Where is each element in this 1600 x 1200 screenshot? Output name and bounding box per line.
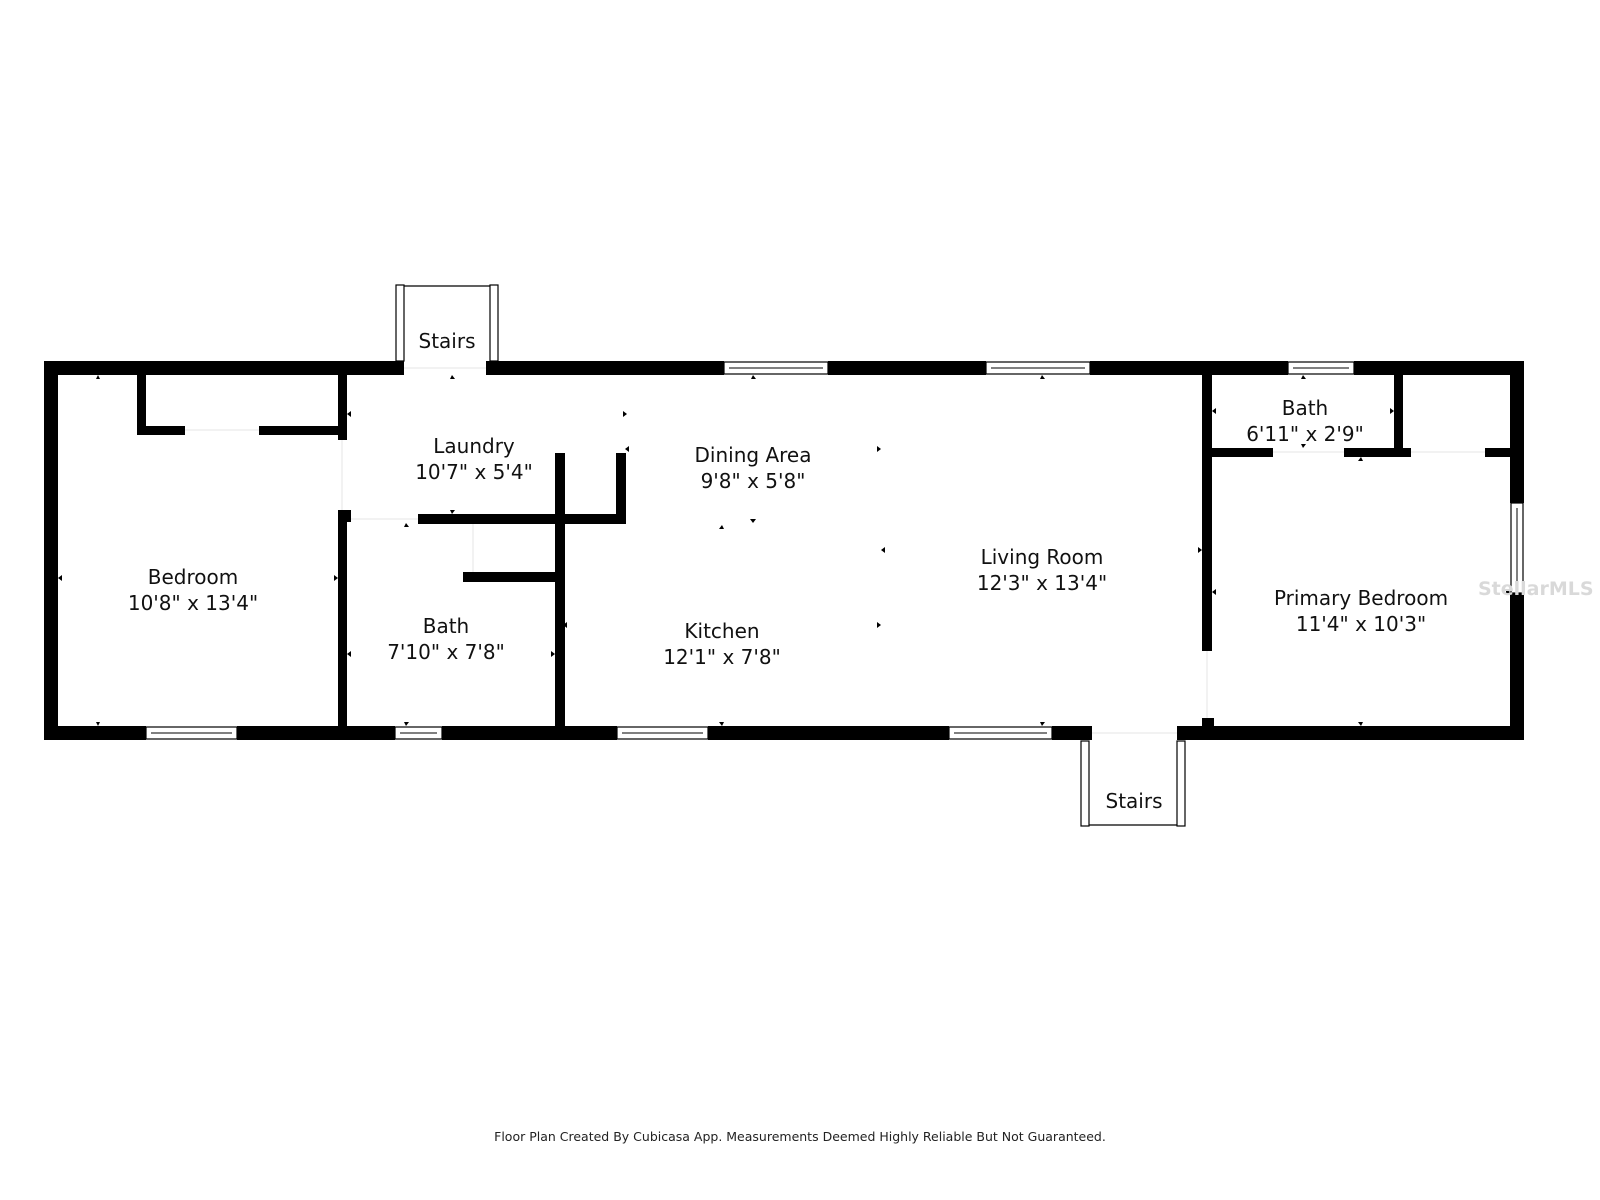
- room-dimensions: 9'8" x 5'8": [700, 469, 806, 493]
- room-name: Living Room: [980, 545, 1104, 569]
- room-primary-bedroom: Primary Bedroom 11'4" x 10'3": [1274, 585, 1448, 637]
- room-name: Bath: [422, 614, 470, 638]
- room-name: Bath: [1281, 396, 1329, 420]
- room-name: Dining Area: [694, 443, 812, 467]
- room-bath: Bath 7'10" x 7'8": [387, 613, 505, 665]
- room-kitchen: Kitchen 12'1" x 7'8": [663, 618, 781, 670]
- room-dimensions: 6'11" x 2'9": [1246, 422, 1364, 446]
- room-dining-area: Dining Area 9'8" x 5'8": [695, 442, 812, 494]
- stairs-bottom-outline: [1080, 740, 1186, 827]
- room-living-room: Living Room 12'3" x 13'4": [977, 544, 1107, 596]
- measurement-markers: [58, 375, 1510, 726]
- stairs-bottom-label: Stairs: [1106, 788, 1163, 814]
- stairs-top-label: Stairs: [419, 328, 476, 354]
- room-name: Laundry: [433, 434, 515, 458]
- room-dimensions: 12'3" x 13'4": [976, 571, 1108, 595]
- room-dimensions: 11'4" x 10'3": [1295, 612, 1427, 636]
- room-bedroom: Bedroom 10'8" x 13'4": [128, 564, 258, 616]
- door-openings: [185, 367, 1485, 734]
- footer-disclaimer: Floor Plan Created By Cubicasa App. Meas…: [494, 1129, 1106, 1144]
- windows: [145, 361, 1524, 740]
- room-name: Primary Bedroom: [1273, 586, 1449, 610]
- stairs-label-text: Stairs: [418, 329, 476, 353]
- room-primary-bath: Bath 6'11" x 2'9": [1246, 395, 1364, 447]
- exterior-walls: [44, 361, 1524, 740]
- room-dimensions: 7'10" x 7'8": [387, 640, 505, 664]
- stairs-label-text: Stairs: [1105, 789, 1163, 813]
- room-laundry: Laundry 10'7" x 5'4": [415, 433, 533, 485]
- room-dimensions: 10'8" x 13'4": [127, 591, 259, 615]
- interior-walls: [137, 375, 1510, 733]
- watermark: StellarMLS: [1478, 578, 1594, 600]
- room-dimensions: 10'7" x 5'4": [415, 460, 533, 484]
- room-dimensions: 12'1" x 7'8": [663, 645, 781, 669]
- room-name: Bedroom: [147, 565, 239, 589]
- room-name: Kitchen: [684, 619, 760, 643]
